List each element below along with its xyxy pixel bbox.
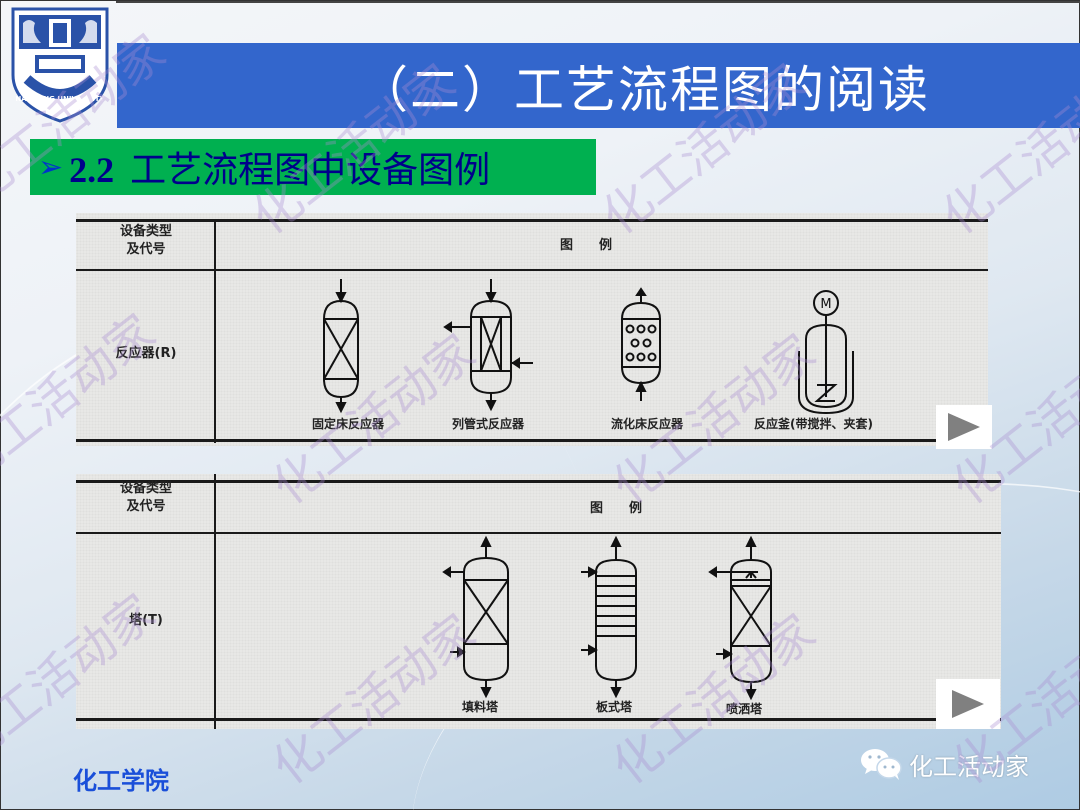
play-icon: [948, 413, 980, 441]
stirred-tank-reactor-symbol: M: [798, 290, 854, 415]
table-column-divider: [214, 219, 216, 443]
column-header-legend: 图 例: [559, 238, 612, 253]
column-header-type: 设备类型 及代号: [96, 223, 196, 259]
caption-spray-tower: 喷洒塔: [726, 702, 763, 716]
top-border-line: [116, 1, 1080, 3]
wechat-account-name: 化工活动家: [909, 752, 1029, 781]
university-logo: NANTONG UNIVERSITY: [11, 7, 109, 123]
table-rule: [76, 439, 988, 442]
caption-plate-tower: 板式塔: [596, 700, 633, 714]
wechat-icon: [861, 749, 902, 780]
column-header-legend: 图 例: [589, 501, 642, 516]
title-bar: （二）工艺流程图的阅读: [117, 43, 1080, 128]
plate-tower-symbol: [581, 535, 637, 699]
tubular-reactor-symbol: [443, 279, 533, 412]
column-header-type: 设备类型 及代号: [96, 480, 196, 516]
fixed-bed-reactor-symbol: [323, 279, 359, 414]
wechat-account-badge: 化工活动家: [859, 746, 1029, 782]
next-slide-button[interactable]: [936, 679, 1000, 729]
reactor-legend-table: 设备类型 及代号 图 例 反应器(R) 固定床反应器 列管式反应器: [76, 213, 988, 446]
page-title: （二）工艺流程图的阅读: [358, 60, 930, 119]
spray-tower-symbol: [708, 535, 772, 701]
section-heading: ➢ 2.2 工艺流程图中设备图例: [30, 139, 596, 195]
row-label-reactor: 反应器(R): [115, 346, 177, 361]
fluidized-bed-reactor-symbol: [621, 287, 661, 401]
svg-text:M: M: [820, 297, 831, 312]
tower-legend-table: 设备类型 及代号 图 例 塔(T) 填料塔 板式塔: [76, 474, 1001, 729]
school-name: 化工学院: [73, 767, 169, 795]
svg-text:NANTONG UNIVERSITY: NANTONG UNIVERSITY: [15, 95, 105, 103]
caption-stirred-tank-reactor: 反应釜(带搅拌、夹套): [754, 417, 873, 431]
table-rule: [76, 480, 1001, 483]
header-line: 设备类型: [119, 224, 172, 239]
caption-fluidized-bed-reactor: 流化床反应器: [611, 417, 684, 431]
table-rule: [76, 219, 988, 222]
caption-tubular-reactor: 列管式反应器: [452, 417, 525, 431]
arrow-bullet-icon: ➢: [38, 149, 64, 185]
table-rule: [76, 269, 988, 271]
row-label-tower: 塔(T): [129, 613, 163, 628]
header-line: 及代号: [126, 499, 166, 514]
next-slide-button[interactable]: [936, 405, 992, 449]
table-column-divider: [214, 474, 216, 729]
table-rule: [76, 532, 1001, 534]
table-rule: [76, 718, 1001, 721]
play-icon: [952, 690, 984, 718]
caption-packed-tower: 填料塔: [462, 700, 499, 714]
section-number: 2.2: [69, 150, 115, 190]
section-title: 2.2 工艺流程图中设备图例: [69, 141, 490, 193]
header-line: 设备类型: [119, 481, 172, 496]
section-label: 工艺流程图中设备图例: [130, 150, 491, 190]
packed-tower-symbol: [442, 535, 509, 699]
header-line: 及代号: [126, 242, 166, 257]
caption-fixed-bed-reactor: 固定床反应器: [312, 417, 385, 431]
